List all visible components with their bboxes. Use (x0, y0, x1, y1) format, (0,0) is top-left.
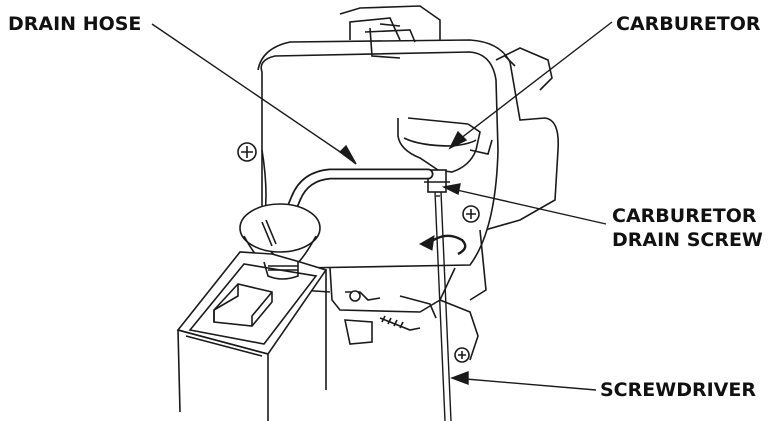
leader-screwdriver (453, 377, 597, 391)
screwdriver (434, 191, 452, 421)
drain-hose (280, 168, 434, 228)
label-carburetor: CARBURETOR (616, 13, 761, 35)
label-screwdriver: SCREWDRIVER (600, 379, 756, 401)
leader-drain-screw (447, 187, 607, 225)
fuel-container (176, 251, 328, 421)
arrowhead-drain-screw (441, 183, 461, 196)
rotation-arrow-icon (418, 234, 467, 256)
leader-lines (151, 21, 613, 391)
label-drain-screw-line1: CARBURETOR (612, 205, 757, 227)
leader-drain-hose (151, 23, 353, 161)
arrowhead-screwdriver (450, 370, 469, 386)
label-drain-hose: DRAIN HOSE (8, 13, 141, 35)
funnel (239, 203, 321, 271)
engine-housing (237, 5, 560, 363)
carburetor-bowl (397, 117, 493, 173)
arrowhead-carburetor (448, 130, 468, 150)
label-drain-screw-line2: DRAIN SCREW (612, 229, 763, 251)
leader-carburetor (455, 21, 613, 143)
arrowhead-drain-hose (338, 144, 357, 165)
